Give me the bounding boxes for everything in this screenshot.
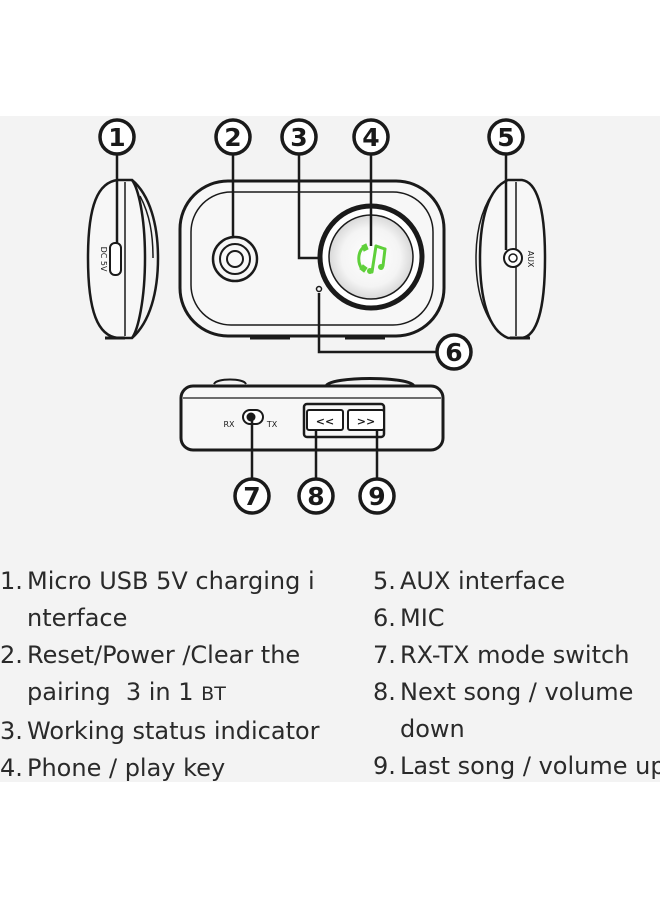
bottom-view bbox=[179, 377, 445, 452]
status-indicator bbox=[315, 285, 323, 293]
legend-number: 9. bbox=[373, 752, 396, 780]
legend-number: 4. bbox=[0, 754, 23, 782]
legend-text: Reset/Power /Clear the bbox=[27, 641, 301, 669]
legend-number: 5. bbox=[373, 567, 396, 595]
legend-item-8: 8. Next song / volume down bbox=[373, 674, 660, 748]
callout-circles bbox=[98, 118, 525, 515]
legend-item-4: 4. Phone / play key bbox=[0, 750, 340, 787]
legend-item-9: 9. Last song / volume up bbox=[373, 748, 660, 785]
callout-3: 3 bbox=[290, 123, 307, 152]
tx-label: TX bbox=[266, 420, 278, 429]
device-diagram: DC 5V AUX bbox=[86, 118, 547, 515]
legend-number: 3. bbox=[0, 717, 23, 745]
legend-left-column: 1. Micro USB 5V charging i nterface 2. R… bbox=[0, 563, 340, 787]
legend-number: 2. bbox=[0, 641, 23, 669]
legend-text: nterface bbox=[27, 604, 128, 632]
callout-8: 8 bbox=[307, 482, 324, 511]
next-symbol: >> bbox=[357, 415, 375, 428]
callout-4: 4 bbox=[362, 123, 379, 152]
legend-text: Working status indicator bbox=[27, 717, 320, 745]
leader-lines bbox=[115, 155, 508, 482]
legend-text: MIC bbox=[400, 604, 445, 632]
callout-9: 9 bbox=[368, 482, 385, 511]
legend-number: 6. bbox=[373, 604, 396, 632]
legend-item-3: 3. Working status indicator bbox=[0, 713, 340, 750]
legend-item-6: 6. MIC bbox=[373, 600, 660, 637]
callout-2: 2 bbox=[224, 123, 241, 152]
next-button[interactable] bbox=[347, 409, 385, 431]
legend-text: AUX interface bbox=[400, 567, 566, 595]
legend-text: Last song / volume up bbox=[400, 752, 660, 780]
aux-jack bbox=[503, 248, 523, 268]
left-side-view bbox=[86, 178, 160, 340]
dc-label: DC 5V bbox=[99, 247, 108, 272]
phone-music-icon bbox=[357, 243, 387, 274]
callout-1: 1 bbox=[108, 123, 125, 152]
legend-number: 7. bbox=[373, 641, 396, 669]
legend-item-5: 5. AUX interface bbox=[373, 563, 660, 600]
legend-number: 8. bbox=[373, 678, 396, 706]
callout-7: 7 bbox=[243, 482, 260, 511]
legend-text: Phone / play key bbox=[27, 754, 226, 782]
right-side-view bbox=[475, 178, 547, 340]
legend-item-7: 7. RX-TX mode switch bbox=[373, 637, 660, 674]
legend-item-2: 2. Reset/Power /Clear the pairing 3 in 1… bbox=[0, 637, 340, 713]
callout-5: 5 bbox=[497, 123, 514, 152]
legend-text: RX-TX mode switch bbox=[400, 641, 630, 669]
prev-button[interactable] bbox=[306, 409, 344, 431]
legend-text-line: pairing 3 in 1 BT bbox=[27, 674, 340, 713]
legend-text: pairing 3 in 1 bbox=[27, 678, 202, 706]
legend-bt-suffix: BT bbox=[201, 683, 226, 705]
legend-text: down bbox=[400, 715, 465, 743]
prev-symbol: << bbox=[316, 415, 334, 428]
legend-number: 1. bbox=[0, 567, 23, 595]
callout-6: 6 bbox=[445, 338, 462, 367]
legend-text: Micro USB 5V charging i bbox=[27, 567, 315, 595]
legend-item-1: 1. Micro USB 5V charging i nterface bbox=[0, 563, 340, 637]
legend-text: Next song / volume bbox=[400, 678, 634, 706]
front-view bbox=[178, 179, 446, 340]
rx-label: RX bbox=[223, 420, 235, 429]
aux-label: AUX bbox=[526, 251, 535, 268]
legend-right-column: 5. AUX interface 6. MIC 7. RX-TX mode sw… bbox=[373, 563, 660, 785]
